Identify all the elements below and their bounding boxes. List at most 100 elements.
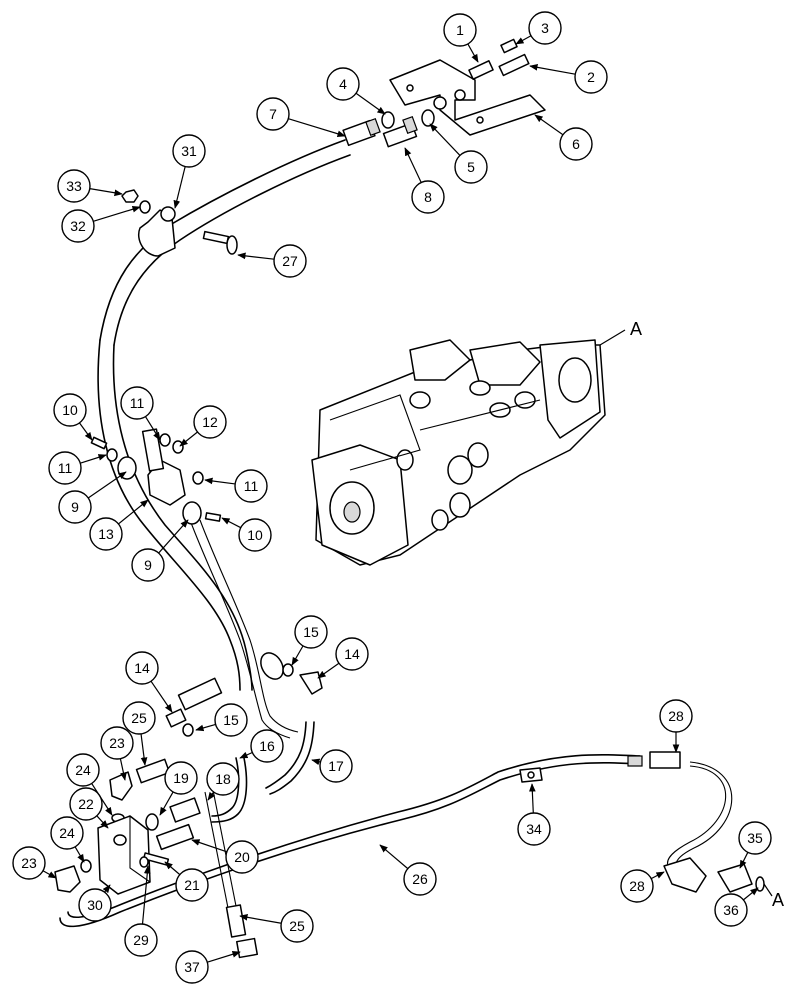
hydraulic-pump-A <box>311 329 626 566</box>
callout-14: 14 <box>317 637 369 679</box>
callout-circle <box>175 950 209 984</box>
callout-circle <box>403 862 437 896</box>
callout-circle <box>50 816 84 850</box>
callout-17: 17 <box>311 749 353 783</box>
ref-letter-A-bottom: A <box>772 890 784 910</box>
valve-block-22 <box>97 815 151 895</box>
leader-line <box>87 471 127 499</box>
callout-number: 27 <box>282 253 298 269</box>
callout-number: 7 <box>269 106 277 122</box>
callout-number: 24 <box>75 762 91 778</box>
callout-25: 25 <box>239 909 314 943</box>
bracket-13 <box>141 428 186 506</box>
callout-circle <box>206 762 240 796</box>
callout-15: 15 <box>291 615 328 666</box>
callout-number: 30 <box>87 897 103 913</box>
callout-circle <box>100 726 134 760</box>
callout-number: 13 <box>98 526 114 542</box>
callout-29: 29 <box>124 865 158 957</box>
callout-5: 5 <box>429 123 488 184</box>
callout-number: 20 <box>234 849 250 865</box>
elbow-14-upper <box>299 671 323 695</box>
leader-line <box>528 783 536 814</box>
leader-line <box>158 519 189 554</box>
fitting-7-top <box>342 117 381 147</box>
leader-line <box>355 92 386 115</box>
callout-circle <box>335 637 369 671</box>
leader-line <box>207 951 241 963</box>
leader-line <box>221 517 242 529</box>
tube-25-vertical <box>204 789 237 909</box>
fitting-1 <box>468 60 494 80</box>
callout-circle <box>58 490 92 524</box>
bolt-10-left <box>90 436 108 450</box>
leader-line <box>534 114 564 136</box>
callout-26: 26 <box>379 844 437 896</box>
callout-circle <box>659 699 693 733</box>
fitting-8-lower <box>177 677 223 711</box>
leader-line <box>91 783 113 816</box>
callout-circle <box>122 701 156 735</box>
leader-line <box>191 839 228 853</box>
callout-circle <box>443 13 477 47</box>
callout-32: 32 <box>61 206 141 243</box>
fitting-8-top <box>382 115 418 148</box>
nut-33 <box>121 189 139 203</box>
leader-line <box>239 751 253 759</box>
callout-23: 23 <box>100 726 134 781</box>
callout-number: 4 <box>339 76 347 92</box>
callout-circle <box>738 821 772 855</box>
washer-4 <box>381 111 395 129</box>
hose-7-down-run <box>97 339 253 691</box>
callout-circle <box>574 60 608 94</box>
callout-35: 35 <box>738 821 772 869</box>
callout-number: 3 <box>541 20 549 36</box>
callout-number: 11 <box>58 460 73 476</box>
callout-15: 15 <box>195 703 248 737</box>
fitting-20 <box>155 823 195 851</box>
callout-circle <box>175 868 209 902</box>
nut-11-right <box>192 471 204 485</box>
fitting-3 <box>500 38 518 54</box>
callout-circle <box>125 651 159 685</box>
callout-22: 22 <box>69 787 109 829</box>
callout-8: 8 <box>404 147 445 214</box>
leader-line <box>529 64 576 75</box>
washer-15-upper <box>282 663 294 677</box>
callout-number: 35 <box>747 830 763 846</box>
callout-number: 25 <box>131 710 147 726</box>
callout-circle <box>454 150 488 184</box>
callout-number: 37 <box>184 959 200 975</box>
callout-13: 13 <box>89 499 149 551</box>
callout-number: 24 <box>59 825 75 841</box>
nut-12 <box>172 440 184 454</box>
elbow-23-upper <box>109 771 133 801</box>
callout-circle <box>89 517 123 551</box>
callout-number: 32 <box>70 218 86 234</box>
fitting-35 <box>717 863 753 893</box>
callout-circle <box>193 405 227 439</box>
leader-line <box>404 147 422 183</box>
elbow-23-lower <box>54 865 81 893</box>
ref-letter-A-top: A <box>630 319 642 339</box>
leader-line <box>195 723 216 732</box>
callout-circle <box>69 787 103 821</box>
fitting-2 <box>498 53 530 77</box>
callout-11: 11 <box>48 451 107 485</box>
bracket-6 <box>389 59 546 136</box>
leader-line <box>288 118 346 138</box>
leader-line <box>173 166 186 209</box>
callout-20: 20 <box>191 839 259 874</box>
leader-line <box>150 680 173 713</box>
callout-circle <box>61 209 95 243</box>
leader-line <box>207 791 216 801</box>
callout-number: 31 <box>181 143 197 159</box>
leader-line <box>239 913 282 924</box>
callout-3: 3 <box>515 11 562 45</box>
leader-line <box>74 846 85 863</box>
leader-line <box>237 252 275 260</box>
callout-circle <box>120 386 154 420</box>
callout-30: 30 <box>78 884 112 922</box>
callout-number: 12 <box>202 414 218 430</box>
callout-circle <box>411 180 445 214</box>
